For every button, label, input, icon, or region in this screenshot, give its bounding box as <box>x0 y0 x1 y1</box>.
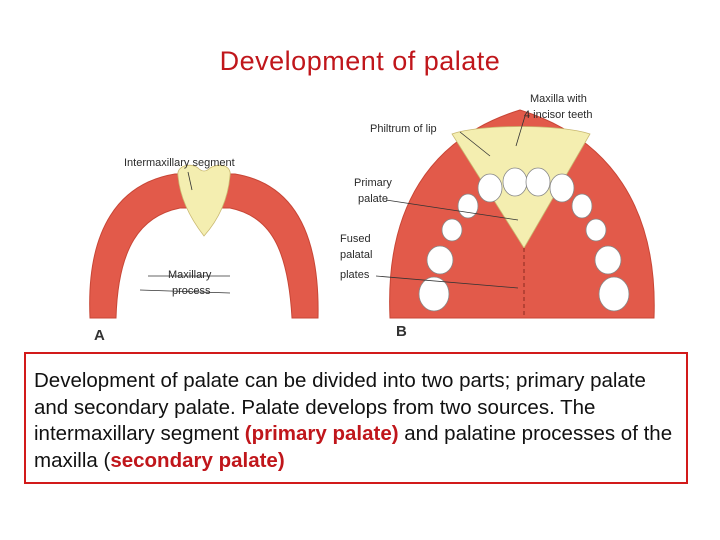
label-maxillary-process-line1: Maxillary <box>168 269 212 281</box>
tooth <box>478 174 502 202</box>
caption-highlight-primary-palate: (primary palate) <box>245 422 399 445</box>
caption-box: Development of palate can be divided int… <box>24 352 688 484</box>
label-intermaxillary-segment: Intermaxillary segment <box>124 157 235 169</box>
tooth <box>550 174 574 202</box>
panel-a-letter: A <box>94 327 105 344</box>
palate-diagram: Intermaxillary segment Maxillary process… <box>80 88 680 350</box>
panel-b: Maxilla with 4 incisor teeth Philtrum of… <box>340 93 654 340</box>
label-fused-line1: Fused <box>340 233 371 245</box>
tooth <box>586 219 606 241</box>
tooth <box>503 168 527 196</box>
intermaxillary-segment-shape <box>178 165 230 236</box>
label-philtrum: Philtrum of lip <box>370 123 437 135</box>
tooth <box>427 246 453 274</box>
panel-a: Intermaxillary segment Maxillary process… <box>90 157 318 344</box>
tooth <box>595 246 621 274</box>
tooth <box>458 194 478 218</box>
tooth <box>442 219 462 241</box>
label-primary-palate-line1: Primary <box>354 177 392 189</box>
tooth <box>599 277 629 311</box>
tooth <box>526 168 550 196</box>
slide-title: Development of palate <box>0 46 720 77</box>
caption-highlight-secondary-palate: secondary palate) <box>110 449 284 472</box>
label-primary-palate-line2: palate <box>358 193 388 205</box>
palate-diagram-svg: Intermaxillary segment Maxillary process… <box>80 88 680 350</box>
label-fused-line3: plates <box>340 269 370 281</box>
label-maxillary-process-line2: process <box>172 285 211 297</box>
tooth <box>572 194 592 218</box>
label-maxilla-line1: Maxilla with <box>530 93 587 105</box>
label-fused-line2: palatal <box>340 249 372 261</box>
label-maxilla-line2: 4 incisor teeth <box>524 109 592 121</box>
panel-b-letter: B <box>396 323 407 340</box>
